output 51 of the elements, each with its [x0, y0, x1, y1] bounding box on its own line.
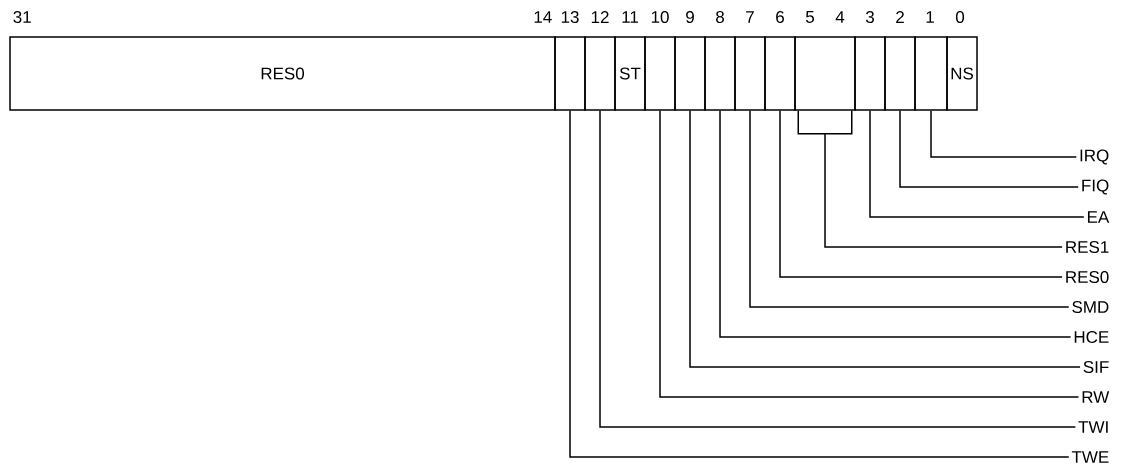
- bit-number: 10: [651, 11, 669, 24]
- bit-number: 2: [896, 11, 904, 23]
- leader-line: [797, 110, 1063, 248]
- field-label: SMD: [1072, 301, 1109, 314]
- field-label: FIQ: [1082, 179, 1109, 195]
- field-label: IRQ: [1080, 149, 1109, 165]
- field-label: RES1: [1066, 241, 1109, 254]
- leader-line: [899, 110, 1079, 188]
- register-field: [704, 36, 736, 111]
- bit-number: 0: [955, 11, 965, 24]
- register-field: [644, 36, 676, 111]
- bit-number: 6: [776, 11, 784, 24]
- register-field: NS: [946, 36, 978, 111]
- bit-number: 11: [622, 11, 638, 23]
- bit-number: 8: [716, 11, 724, 24]
- bit-number: 13: [561, 11, 579, 24]
- leader-line: [689, 110, 1081, 368]
- register-field: [734, 36, 766, 111]
- register-field: [884, 36, 916, 111]
- register-field: [584, 36, 616, 111]
- bit-number: 12: [591, 11, 609, 23]
- leader-line: [930, 110, 1078, 158]
- leader-line: [719, 110, 1072, 338]
- register-field: RES0: [9, 36, 556, 111]
- leader-line: [779, 110, 1063, 278]
- field-label: SIF: [1083, 361, 1109, 374]
- field-label: TWI: [1078, 421, 1108, 433]
- register-field: [794, 36, 856, 111]
- bit-number: 1: [926, 11, 934, 23]
- bit-number: 5: [805, 11, 814, 23]
- field-label: RES0: [1066, 271, 1109, 284]
- leader-line: [659, 110, 1080, 398]
- bit-number: 14: [534, 11, 552, 23]
- leader-line: [599, 110, 1077, 428]
- field-label: HCE: [1074, 331, 1109, 344]
- field-label: TWE: [1071, 451, 1109, 463]
- leader-line: [869, 110, 1085, 218]
- register-field: [854, 36, 886, 111]
- register-field: [914, 36, 948, 111]
- register-field: [554, 36, 586, 111]
- leader-line: [749, 110, 1070, 308]
- bit-number: 3: [865, 11, 874, 24]
- leader-line: [569, 110, 1070, 458]
- bit-number: 7: [746, 11, 754, 23]
- field-label: EA: [1088, 211, 1110, 223]
- bit-number: 9: [686, 11, 694, 24]
- register-field: [764, 36, 796, 111]
- field-label: RW: [1082, 391, 1110, 403]
- register-field: [674, 36, 706, 111]
- bit-number: 4: [835, 11, 845, 23]
- register-field: ST: [614, 36, 646, 111]
